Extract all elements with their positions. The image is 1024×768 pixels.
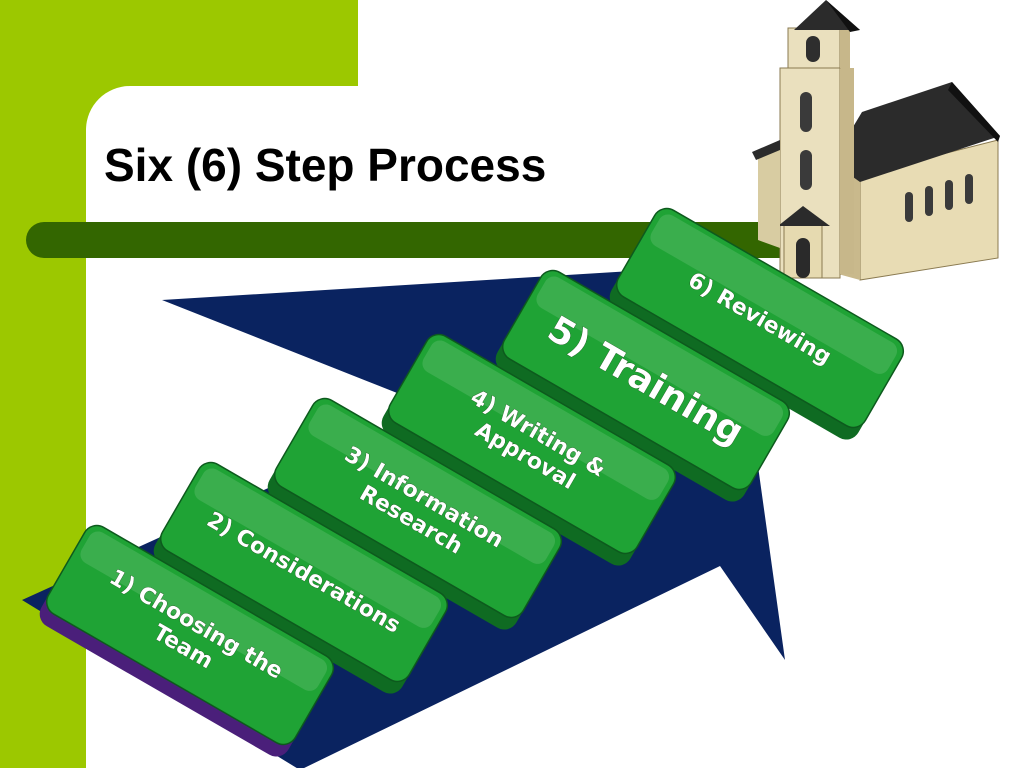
step-tile-highlight	[422, 340, 670, 500]
step-tile-face	[615, 207, 905, 429]
church-icon	[752, 0, 1000, 281]
step-tile-face	[273, 397, 563, 619]
step-tile-face	[159, 461, 449, 683]
step-tile-face	[387, 333, 677, 555]
slide-title: Six (6) Step Process	[104, 139, 547, 191]
step-tile-highlight	[650, 214, 898, 374]
step-tile-highlight	[308, 404, 556, 564]
step-tile-highlight	[536, 276, 784, 436]
step-tile-highlight	[80, 531, 328, 691]
step-tile-face	[45, 524, 335, 746]
step-tile-4: 4) Writing &Approval	[381, 333, 677, 566]
step-tile-highlight	[194, 468, 442, 628]
step-tile-face	[501, 269, 791, 491]
step-tile-6: 6) Reviewing	[609, 207, 905, 440]
